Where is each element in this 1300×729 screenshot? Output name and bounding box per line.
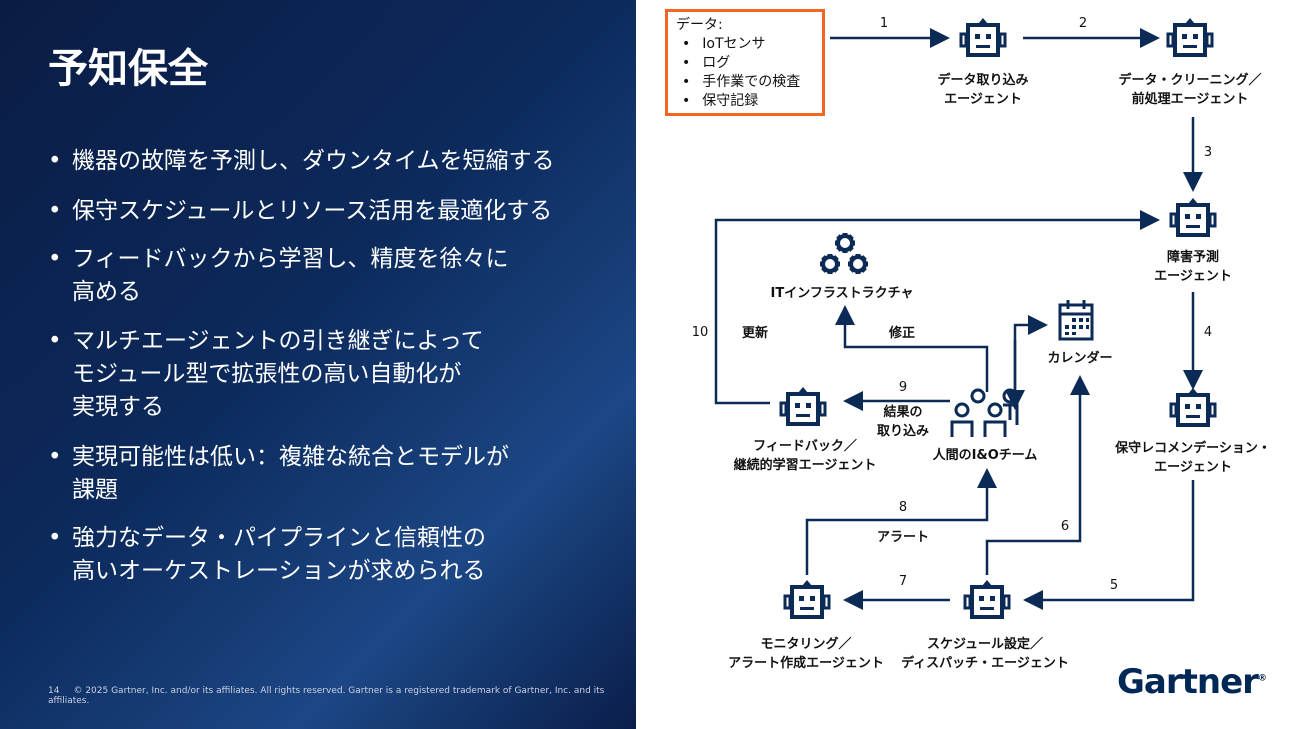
- step-4: 4: [1203, 325, 1213, 340]
- step-5: 5: [1109, 578, 1119, 593]
- bullet-line: 保守スケジュールとリソース活用を最適化する: [72, 198, 553, 224]
- node-feedback-label: フィードバック／ 継続的学習エージェント: [734, 437, 877, 475]
- bullet-item: • 実現可能性は低い：複雑な統合とモデルが課題: [48, 441, 509, 507]
- node-infra-label: ITインフラストラクチャ: [771, 284, 914, 303]
- robot-icon-feedback: [779, 387, 827, 426]
- label-line: スケジュール設定／: [926, 637, 1044, 652]
- copyright: © 2025 Gartner, Inc. and/or its affiliat…: [48, 686, 605, 706]
- page-number: 14: [48, 686, 60, 696]
- robot-icon-recommendation: [1169, 388, 1217, 427]
- label-line: ディスパッチ・エージェント: [901, 656, 1069, 671]
- team-icon: [950, 388, 1019, 437]
- bullet-line: 高める: [72, 279, 141, 305]
- bullet-line: 課題: [72, 477, 118, 503]
- footer: 14© 2025 Gartner, Inc. and/or its affili…: [48, 686, 636, 706]
- node-cleaning-label: データ・クリーニング／ 前処理エージェント: [1118, 71, 1261, 109]
- edge-label-alert: アラート: [876, 530, 930, 545]
- arrow-6: [985, 375, 1090, 575]
- data-box-heading: データ:: [676, 17, 723, 33]
- label-line: データ取り込み: [937, 73, 1029, 88]
- bullet-dot: •: [48, 525, 62, 551]
- data-source-item: IoTセンサ: [682, 35, 822, 54]
- node-recommendation-label: 保守レコメンデーション・エージェント: [1115, 439, 1271, 477]
- edge-label-fix: 修正: [888, 326, 916, 341]
- data-source-item: 保守記録: [682, 92, 822, 111]
- step-8: 8: [898, 500, 908, 515]
- bullet-dot: •: [48, 198, 62, 224]
- label-line: 取り込み: [876, 424, 930, 439]
- label-line: エージェント: [1154, 460, 1232, 475]
- arrow-10: [714, 210, 1160, 405]
- label-line: 前処理エージェント: [1131, 92, 1249, 107]
- bullet-dot: •: [48, 246, 62, 272]
- label-line: カレンダー: [1047, 351, 1113, 366]
- node-team-label: 人間のI&Oチーム: [933, 446, 1038, 465]
- step-6: 6: [1060, 519, 1070, 534]
- node-prediction-label: 障害予測エージェント: [1154, 248, 1232, 286]
- data-source-list: IoTセンサ ログ 手作業での検査 保守記録: [676, 35, 822, 111]
- data-sources-box: データ: IoTセンサ ログ 手作業での検査 保守記録: [665, 9, 825, 116]
- robot-icon-prediction: [1169, 198, 1217, 237]
- label-line: 継続的学習エージェント: [733, 458, 877, 473]
- bullet-line: マルチエージェントの引き継ぎによって: [72, 328, 484, 354]
- label-line: エージェント: [944, 92, 1022, 107]
- arrow-calendar: [1013, 315, 1048, 398]
- node-monitoring-label: モニタリング／ アラート作成エージェント: [728, 635, 884, 673]
- label-line: 障害予測: [1166, 250, 1219, 265]
- label-line: ITインフラストラクチャ: [770, 286, 914, 301]
- arrow-5: [1023, 480, 1195, 610]
- gears-icon: [820, 233, 868, 274]
- calendar-icon: [1058, 300, 1094, 341]
- step-10: 10: [691, 325, 709, 340]
- label-line: モニタリング／: [760, 637, 852, 652]
- bullet-line: 高いオーケストレーションが求められる: [72, 558, 486, 584]
- edge-label-update: 更新: [741, 326, 769, 341]
- bullet-line: 機器の故障を予測し、ダウンタイムを短縮する: [72, 148, 555, 174]
- logo-text: Gartner: [1117, 662, 1259, 702]
- robot-icon-ingest: [959, 18, 1007, 57]
- step-2: 2: [1078, 16, 1088, 31]
- label-line: 保守レコメンデーション・: [1115, 441, 1271, 456]
- node-ingest-label: データ取り込みエージェント: [937, 71, 1028, 109]
- arrow-fix: [835, 305, 989, 392]
- label-line: 結果の: [883, 405, 923, 420]
- data-source-item: ログ: [682, 54, 822, 73]
- bullet-dot: •: [48, 148, 62, 174]
- bullet-line: 実現可能性は低い：複雑な統合とモデルが: [72, 444, 509, 470]
- label-line: エージェント: [1154, 269, 1232, 284]
- arrow-8: [805, 468, 997, 575]
- bullet-item: • 強力なデータ・パイプラインと信頼性の高いオーケストレーションが求められる: [48, 522, 486, 588]
- robot-icon-scheduling: [963, 580, 1011, 619]
- step-9: 9: [898, 380, 908, 395]
- label-line: フィードバック／: [753, 439, 857, 454]
- bullet-dot: •: [48, 328, 62, 354]
- node-scheduling-label: スケジュール設定／ ディスパッチ・エージェント: [901, 635, 1069, 673]
- data-source-item: 手作業での検査: [682, 73, 822, 92]
- step-1: 1: [879, 16, 889, 31]
- edge-label-results: 結果の取り込み: [877, 403, 929, 441]
- step-7: 7: [898, 574, 908, 589]
- bullet-line: 強力なデータ・パイプラインと信頼性の: [72, 525, 486, 551]
- label-line: アラート作成エージェント: [728, 656, 884, 671]
- left-panel: 予知保全 • 機器の故障を予測し、ダウンタイムを短縮する • 保守スケジュールとリソー…: [0, 0, 636, 729]
- bullet-line: フィードバックから学習し、精度を徐々に: [72, 246, 509, 272]
- robot-icon-monitoring: [783, 580, 831, 619]
- bullet-line: 実現する: [72, 394, 164, 420]
- bullet-dot: •: [48, 444, 62, 470]
- gartner-logo: Gartner®: [1117, 662, 1267, 702]
- bullet-item: • マルチエージェントの引き継ぎによってモジュール型で拡張性の高い自動化が実現する: [48, 325, 484, 424]
- bullet-line: モジュール型で拡張性の高い自動化が: [72, 361, 462, 387]
- label-line: データ・クリーニング／: [1118, 73, 1262, 88]
- node-calendar-label: カレンダー: [1047, 349, 1112, 368]
- label-line: 人間のI&Oチーム: [932, 448, 1038, 463]
- bullet-item: • 保守スケジュールとリソース活用を最適化する: [48, 195, 552, 228]
- bullet-item: • フィードバックから学習し、精度を徐々に高める: [48, 243, 509, 309]
- robot-icon-cleaning: [1166, 18, 1214, 57]
- slide-title: 予知保全: [48, 46, 208, 92]
- bullet-item: • 機器の故障を予測し、ダウンタイムを短縮する: [48, 145, 555, 178]
- step-3: 3: [1203, 145, 1213, 160]
